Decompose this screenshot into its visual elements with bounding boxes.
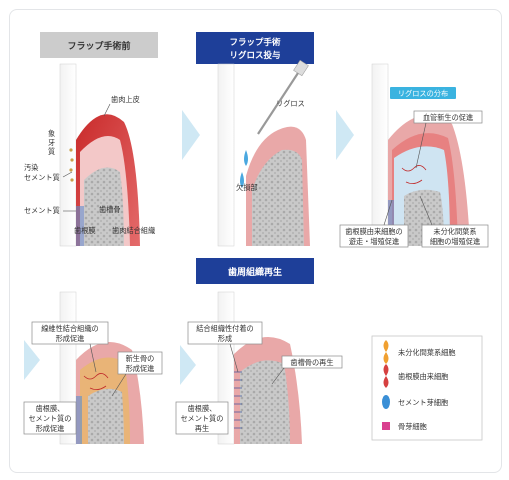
- legend: 未分化間葉系細胞 歯根膜由来細胞 セメント芽細胞 骨芽細胞: [371, 335, 483, 441]
- drop-1: [244, 150, 248, 166]
- legend-label-4: 骨芽細胞: [398, 422, 427, 431]
- label-pdl-cells-2: 遊走・増殖促進: [349, 237, 399, 246]
- tooth-root: [59, 63, 77, 247]
- mesenchymal-cell-icon: [383, 340, 389, 364]
- legend-item-mesenchymal: 未分化間葉系細胞: [383, 340, 456, 364]
- drop-2: [240, 172, 244, 188]
- legend-item-pdl: 歯根膜由来細胞: [383, 364, 448, 388]
- legend-label-3: セメント芽細胞: [398, 398, 448, 407]
- header-regen-bg: [196, 258, 314, 284]
- label-bone-regen: 歯槽骨の再生: [290, 358, 333, 367]
- pdl-cell-icon: [383, 364, 389, 388]
- label-gingival-ct: 歯肉結合組織: [112, 226, 155, 235]
- header-regen: 歯周組織再生: [228, 266, 282, 278]
- label-enamel-2: 牙: [48, 138, 55, 147]
- header-during-2: リグロス投与: [229, 50, 280, 61]
- cementoblast-icon: [382, 395, 390, 409]
- callout-distribution: リグロスの分布: [398, 89, 448, 98]
- alveolar-bone: [252, 149, 304, 246]
- syringe-needle: [257, 69, 301, 135]
- tooth-root: [217, 63, 235, 247]
- label-pdl-cem-1: 歯根膜、: [36, 404, 65, 413]
- label-mesenchymal-1: 未分化間葉系: [433, 227, 476, 236]
- label-mesenchymal-box: [421, 224, 489, 248]
- pdl-band: [76, 206, 84, 246]
- label-mesenchymal-2: 細胞の増殖促進: [430, 237, 480, 246]
- label-cementum: セメント質: [24, 206, 60, 215]
- label-gum-upper: 歯肉上皮: [111, 95, 140, 104]
- panel-regeneration-process: 線維性結合組織の 形成促進 新生骨の 形成促進 歯根膜、 セメント質の 形成促進: [23, 291, 163, 445]
- panel-regeneration-result: 結合組織性付着の 形成 歯槽骨の再生 歯根膜、 セメント質の 再生: [175, 291, 343, 445]
- label-pdl-cem-box: [23, 401, 77, 435]
- header-during-bg: [196, 32, 314, 64]
- label-pdl-cem-regen-2: セメント質の: [181, 414, 224, 423]
- arrow-right-2: [336, 110, 354, 160]
- legend-item-cementoblast: セメント芽細胞: [382, 395, 448, 409]
- label-fibrous-box: [31, 321, 109, 345]
- arrow-right-4: [180, 345, 196, 385]
- label-newbone-2: 形成促進: [126, 364, 155, 373]
- label-attachment-2: 形成: [218, 334, 232, 343]
- label-enamel-3: 質: [48, 147, 55, 156]
- header-before: フラップ手術前: [67, 40, 130, 52]
- panel-distribution: リグロスの分布 血管新生の促進 歯根膜由来細胞の 遊走・増殖促進 未分化間葉系 …: [339, 63, 489, 248]
- header-during-1: フラップ手術: [229, 37, 281, 48]
- legend-label-2: 歯根膜由来細胞: [398, 372, 448, 381]
- label-angiogenesis-box: [413, 110, 483, 124]
- tooth-root: [371, 63, 389, 247]
- label-contaminated-2: セメント質: [24, 173, 60, 182]
- label-pdl-cem-regen-3: 再生: [195, 424, 209, 433]
- legend-label-1: 未分化間葉系細胞: [398, 348, 456, 357]
- label-pdl-cem-2: セメント質の: [29, 414, 72, 423]
- panel-before: フラップ手術前 歯肉上皮 象 牙 質 汚染 セメント質 セメント質 歯槽骨 歯根…: [24, 32, 158, 247]
- label-pdl-cem-3: 形成促進: [36, 424, 65, 433]
- label-newbone-box: [117, 351, 163, 375]
- label-pdl-cem-regen-box: [175, 401, 229, 435]
- alveolar-bone: [84, 167, 124, 246]
- panel-during: フラップ手術 リグロス投与 リグロス 欠損部: [196, 32, 314, 247]
- label-newbone-1: 新生骨の: [126, 354, 155, 363]
- label-fibrous-2: 形成促進: [56, 334, 85, 343]
- label-attachment-box: [187, 321, 263, 345]
- label-attachment-1: 結合組織性付着の: [196, 324, 254, 333]
- label-alveolar-bone: 歯槽骨: [99, 205, 121, 214]
- label-pdl-cells-box: [339, 224, 409, 248]
- label-defect: 欠損部: [236, 183, 258, 192]
- legend-item-osteoblast: 骨芽細胞: [382, 422, 427, 431]
- label-regroth: リグロス: [276, 99, 305, 108]
- alveolar-bone: [240, 360, 290, 444]
- arrow-right-1: [182, 110, 200, 160]
- label-contaminated-1: 汚染: [24, 163, 38, 172]
- label-angiogenesis: 血管新生の促進: [423, 113, 473, 122]
- label-pdl: 歯根膜: [74, 226, 96, 235]
- alveolar-bone: [88, 388, 124, 444]
- label-pdl-cem-regen-1: 歯根膜、: [188, 404, 217, 413]
- label-pdl-cells-1: 歯根膜由来細胞の: [345, 227, 403, 236]
- label-bone-regen-box: [281, 355, 343, 369]
- label-fibrous-1: 線維性結合組織の: [41, 324, 99, 333]
- legend-box: [371, 335, 483, 441]
- osteoblast-icon: [382, 422, 390, 430]
- callout-distribution-bg: [390, 87, 456, 99]
- label-enamel-1: 象: [48, 129, 55, 138]
- arrow-right-3: [24, 340, 40, 380]
- header-before-bg: [40, 32, 158, 58]
- attachment-fibers: [234, 371, 242, 429]
- blood-vessels: [401, 165, 427, 184]
